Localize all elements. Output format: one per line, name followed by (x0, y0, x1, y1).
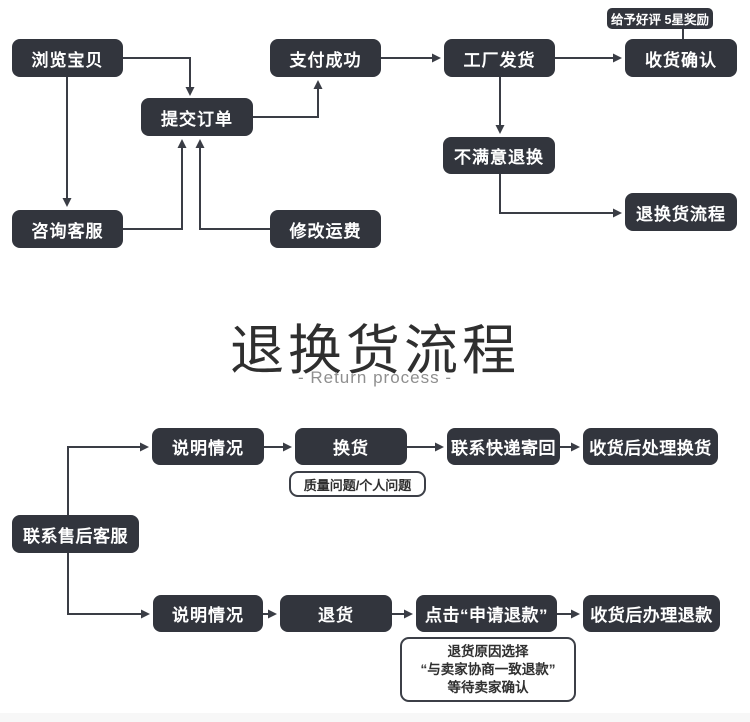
node-return-process-link: 退换货流程 (625, 193, 737, 231)
node-unsatisfied-return: 不满意退换 (443, 137, 555, 174)
note-quality-or-personal: 质量问题/个人问题 (289, 471, 426, 497)
node-contact-aftersales: 联系售后客服 (12, 515, 139, 553)
node-explain-situation-refund: 说明情况 (153, 595, 263, 632)
note-refund-reason: 退货原因选择 “与卖家协商一致退款” 等待卖家确认 (400, 637, 576, 702)
node-factory-ship: 工厂发货 (444, 39, 555, 77)
note-refund-reason-line3: 等待卖家确认 (447, 679, 529, 695)
node-explain-situation-exchange: 说明情况 (152, 428, 264, 465)
node-handle-exchange-after-receipt: 收货后处理换货 (583, 428, 718, 465)
node-apply-refund: 点击“申请退款” (416, 595, 557, 632)
section-subtitle: - Return process - (297, 368, 453, 387)
node-payment-success: 支付成功 (270, 39, 381, 77)
note-refund-reason-line1: 退货原因选择 (447, 643, 529, 659)
node-modify-freight: 修改运费 (270, 210, 381, 248)
node-handle-refund-after-receipt: 收货后办理退款 (583, 595, 720, 632)
node-courier-send-back: 联系快递寄回 (447, 428, 560, 465)
node-consult-service: 咨询客服 (12, 210, 123, 248)
node-return-goods: 退货 (280, 595, 392, 632)
note-refund-reason-line2: “与卖家协商一致退款” (420, 661, 556, 677)
footer-divider (0, 713, 750, 722)
node-browse-item: 浏览宝贝 (12, 39, 123, 77)
section-title: 退换货流程 (230, 321, 520, 381)
node-exchange-goods: 换货 (295, 428, 407, 465)
node-submit-order: 提交订单 (141, 98, 253, 136)
node-confirm-receipt: 收货确认 (625, 39, 737, 77)
tag-five-star-reward: 给予好评 5星奖励 (607, 8, 713, 29)
